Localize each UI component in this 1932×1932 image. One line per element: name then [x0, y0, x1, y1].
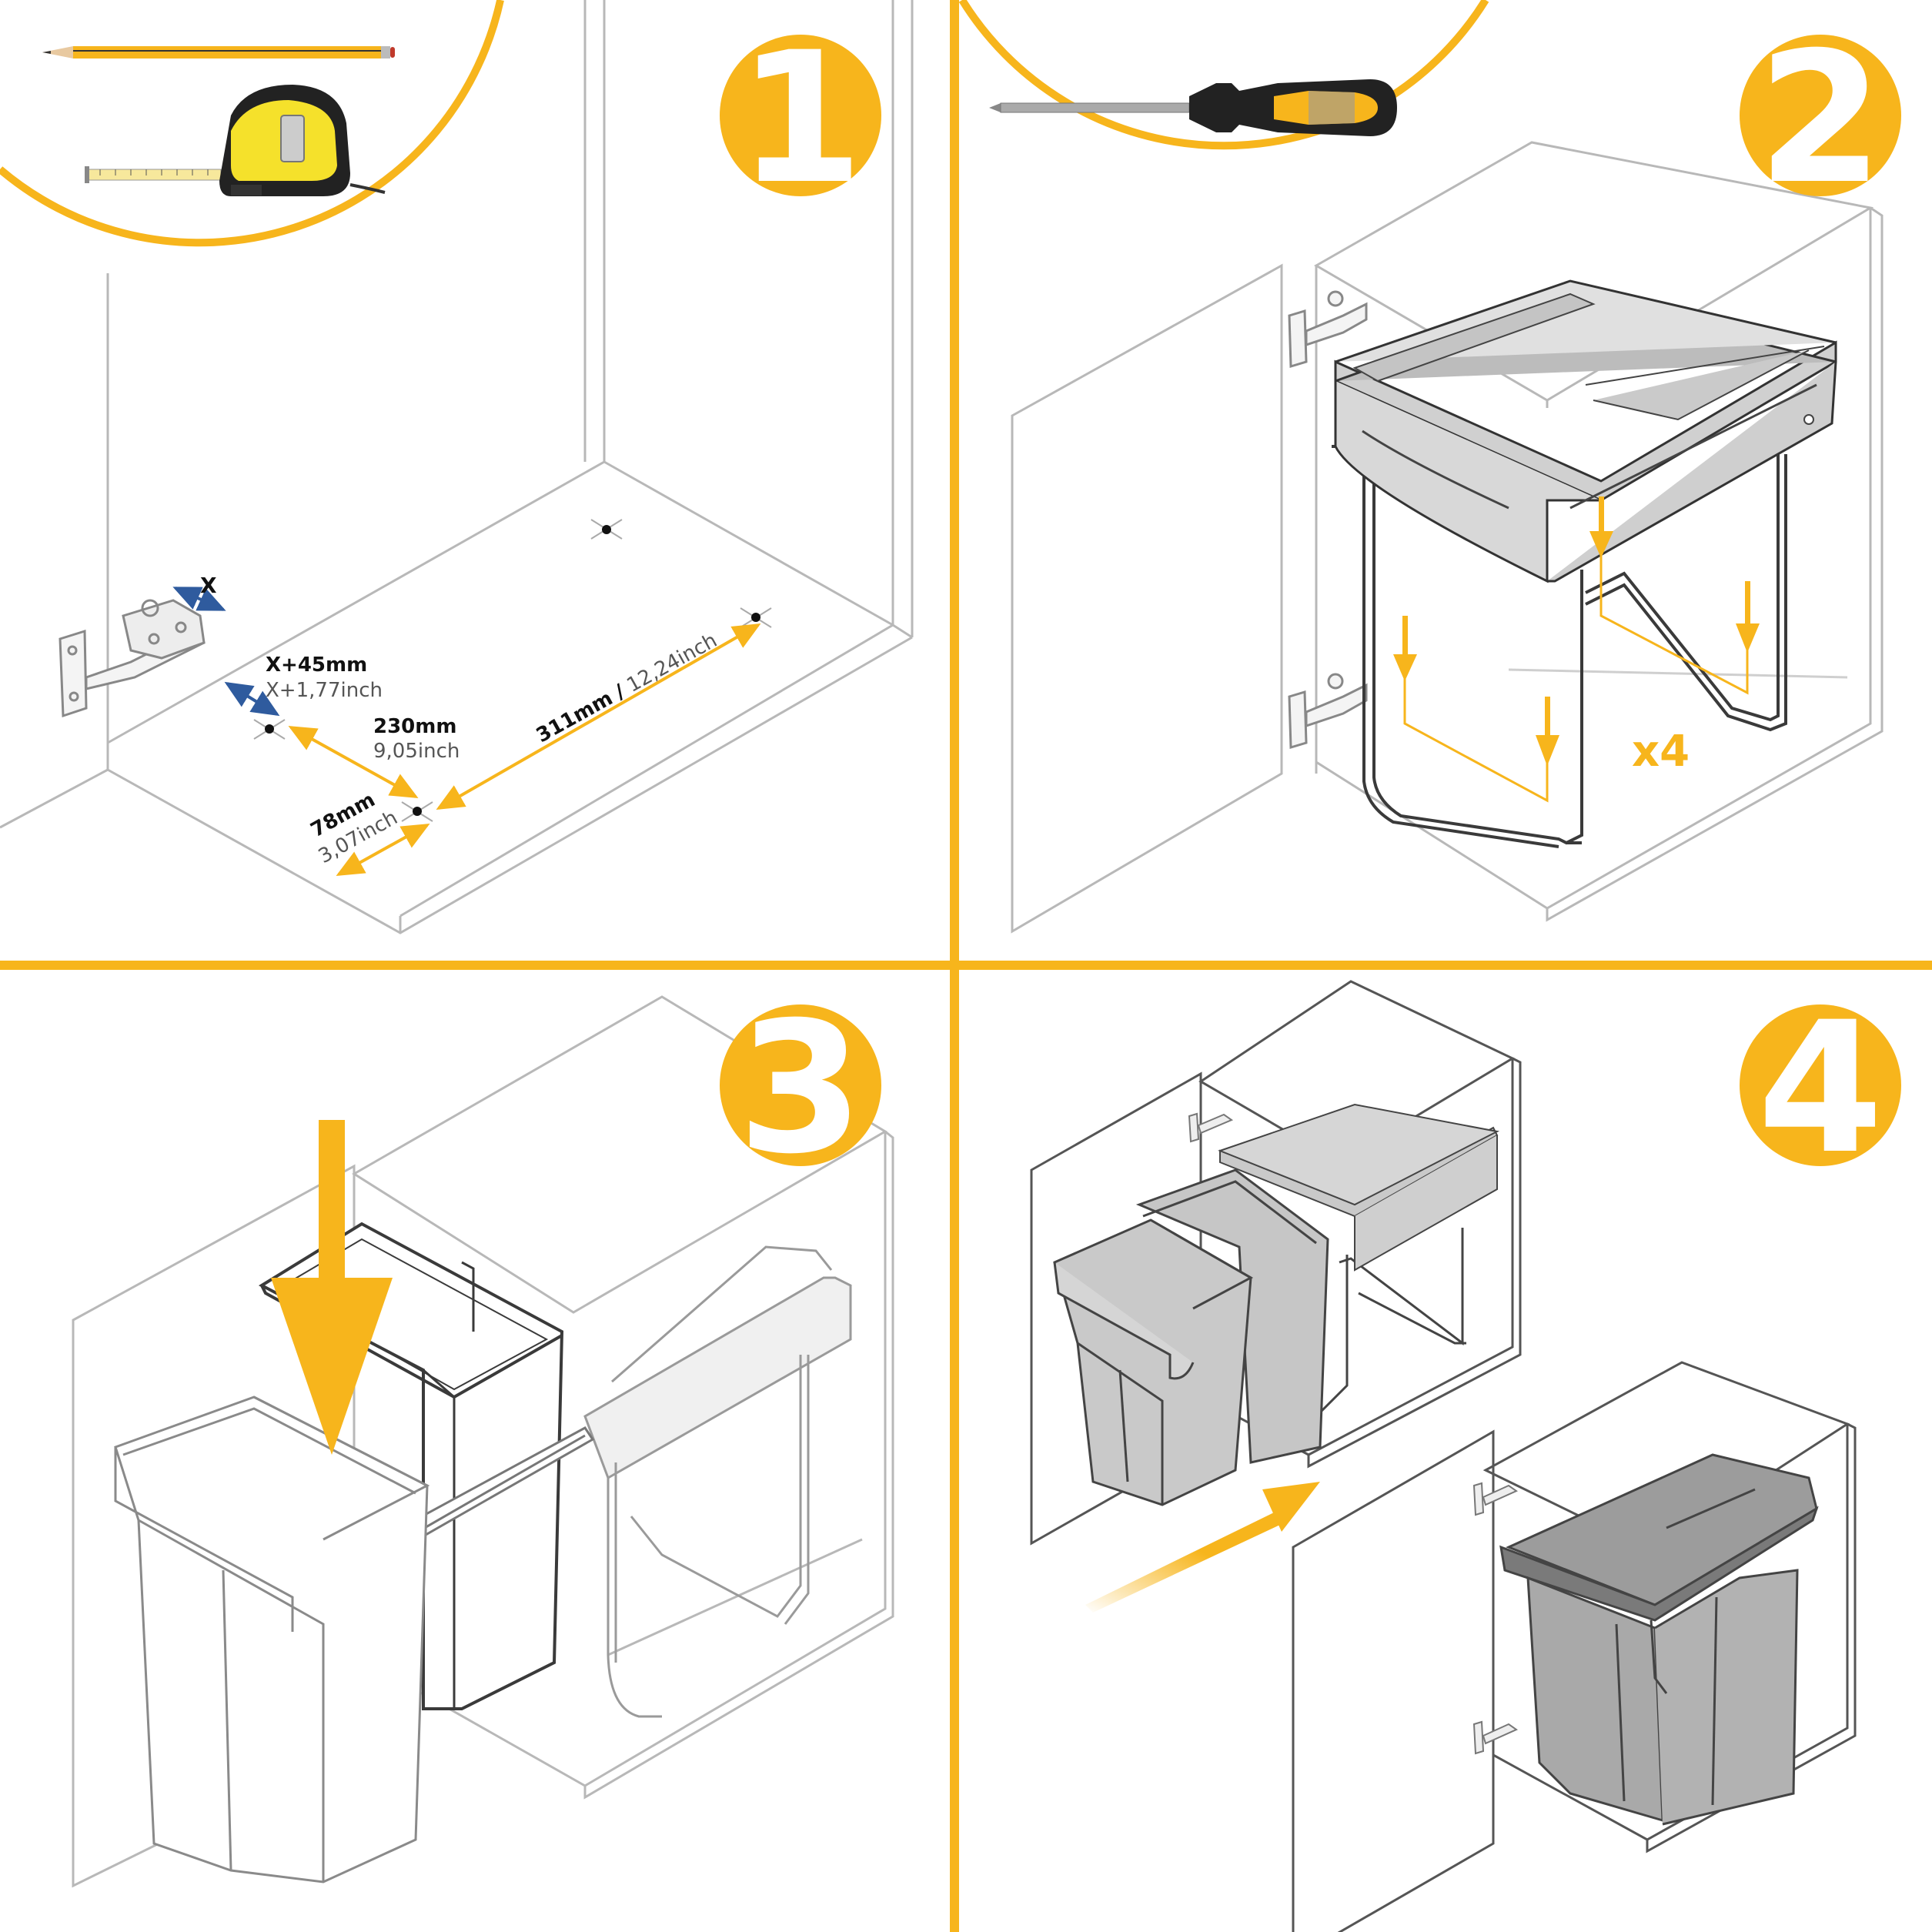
pullout-frame-2	[1332, 445, 1787, 848]
screw-arrows-2	[1393, 496, 1760, 766]
upper-frame-4	[1312, 1228, 1466, 1418]
hinges-4a	[1188, 1112, 1234, 1143]
step-1-panel: X X+45mm X+1,77inch 230mm 9,05inch 311mm…	[0, 0, 914, 934]
drill-marks-1	[253, 519, 772, 822]
tools-circle-2	[958, 0, 1489, 150]
hinge-1	[58, 599, 206, 718]
step-3-panel: 3	[72, 984, 894, 1888]
hinge-offset-mm-label: X+45mm	[266, 653, 367, 677]
upper-plate-4	[1218, 1103, 1500, 1272]
step-2-badge: 2	[1740, 14, 1901, 224]
width-in-label: 12,24inch	[623, 629, 720, 697]
hinges-2	[1288, 290, 1368, 749]
hinge-offset-in-label: X+1,77inch	[266, 679, 383, 702]
insert-arrow-3	[271, 1120, 393, 1455]
push-in-arrow-4	[1085, 1482, 1320, 1613]
dimension-labels-1: X X+45mm X+1,77inch 230mm 9,05inch 311mm…	[200, 573, 721, 868]
screw-count-label: x4	[1632, 727, 1690, 777]
offset-x-label: X	[200, 573, 217, 598]
screw-guides-2	[1403, 539, 1749, 803]
front-bin-3	[114, 1396, 430, 1884]
step-1-badge: 1	[720, 14, 881, 224]
step-2-panel: x4 2	[958, 0, 1901, 934]
step-4-panel: 4	[1030, 980, 1901, 1932]
lower-cabinet-4	[1292, 1361, 1857, 1932]
step-4-number: 4	[1757, 984, 1884, 1194]
step-3-number: 3	[737, 984, 864, 1194]
screwdriver-icon	[989, 79, 1397, 136]
mounting-plate-2	[1334, 279, 1837, 583]
depth-in-label: 9,05inch	[373, 740, 460, 763]
mounted-frame-3	[583, 1245, 852, 1718]
step-1-number: 1	[737, 14, 864, 224]
width-mm-label: 311mm	[533, 687, 617, 747]
width-label: 311mm / 12,24inch	[533, 629, 721, 747]
pulled-out-bins-4	[1053, 1168, 1329, 1506]
hinges-4b	[1472, 1482, 1519, 1755]
dimension-lines-1	[172, 587, 761, 876]
pencil-icon	[42, 46, 395, 58]
tape-measure-icon	[85, 85, 386, 196]
depth-mm-label: 230mm	[373, 715, 456, 738]
cabinet-2	[1011, 141, 1884, 934]
installed-bins-4	[1499, 1453, 1819, 1826]
step-3-badge: 3	[720, 984, 881, 1194]
step-4-badge: 4	[1740, 984, 1901, 1194]
step-2-number: 2	[1757, 14, 1884, 224]
